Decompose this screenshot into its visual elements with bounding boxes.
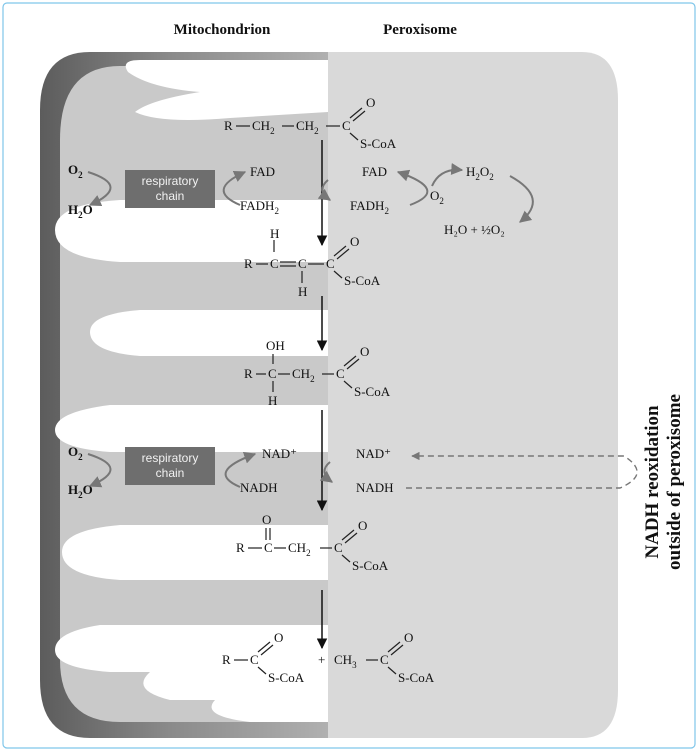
svg-text:R: R — [244, 366, 253, 381]
svg-text:H: H — [298, 284, 307, 299]
svg-text:S-CoA: S-CoA — [352, 558, 389, 573]
svg-text:C: C — [264, 540, 273, 555]
side-label-line2: outside of peroxisome — [664, 394, 685, 570]
svg-text:O: O — [366, 95, 375, 110]
svg-text:H: H — [268, 393, 277, 408]
svg-text:O: O — [262, 512, 271, 527]
water-half-o2: H₂O + ½O₂ — [444, 222, 505, 237]
svg-text:C: C — [380, 652, 389, 667]
svg-text:chain: chain — [156, 466, 185, 480]
svg-text:R: R — [244, 256, 253, 271]
svg-text:O: O — [358, 518, 367, 533]
respiratory-chain-box-1: respiratory chain — [125, 170, 215, 208]
fad-right: FAD — [362, 164, 387, 179]
svg-text:C: C — [334, 540, 343, 555]
svg-text:O: O — [360, 344, 369, 359]
svg-text:C: C — [298, 256, 307, 271]
svg-text:chain: chain — [156, 189, 185, 203]
nad-left: NAD⁺ — [262, 446, 297, 461]
nadh-left: NADH — [240, 480, 278, 495]
nadh-right: NADH — [356, 480, 394, 495]
nad-right: NAD⁺ — [356, 446, 391, 461]
svg-text:respiratory: respiratory — [142, 174, 199, 188]
svg-text:S-CoA: S-CoA — [398, 670, 435, 685]
header-peroxisome: Peroxisome — [383, 22, 457, 38]
acyl-coa-scoa: S-CoA — [360, 136, 397, 151]
svg-text:C: C — [336, 366, 345, 381]
svg-text:O: O — [404, 630, 413, 645]
side-label-line1: NADH reoxidation — [642, 405, 663, 559]
svg-text:C: C — [270, 256, 279, 271]
svg-text:R: R — [222, 652, 231, 667]
svg-text:C: C — [268, 366, 277, 381]
svg-text:respiratory: respiratory — [142, 451, 199, 465]
svg-text:R: R — [236, 540, 245, 555]
header-mitochondrion: Mitochondrion — [174, 22, 271, 38]
svg-text:C: C — [326, 256, 335, 271]
svg-text:O: O — [274, 630, 283, 645]
svg-text:C: C — [250, 652, 259, 667]
acyl-coa-r: R — [224, 118, 233, 133]
svg-text:OH: OH — [266, 338, 285, 353]
svg-text:S-CoA: S-CoA — [344, 273, 381, 288]
respiratory-chain-box-2: respiratory chain — [125, 447, 215, 485]
svg-text:O: O — [350, 234, 359, 249]
mitochondrion-matrix — [60, 66, 328, 722]
svg-text:H: H — [270, 226, 279, 241]
fad-left: FAD — [250, 164, 275, 179]
svg-text:+: + — [318, 652, 325, 667]
svg-text:C: C — [342, 118, 351, 133]
svg-text:S-CoA: S-CoA — [268, 670, 305, 685]
svg-text:S-CoA: S-CoA — [354, 384, 391, 399]
